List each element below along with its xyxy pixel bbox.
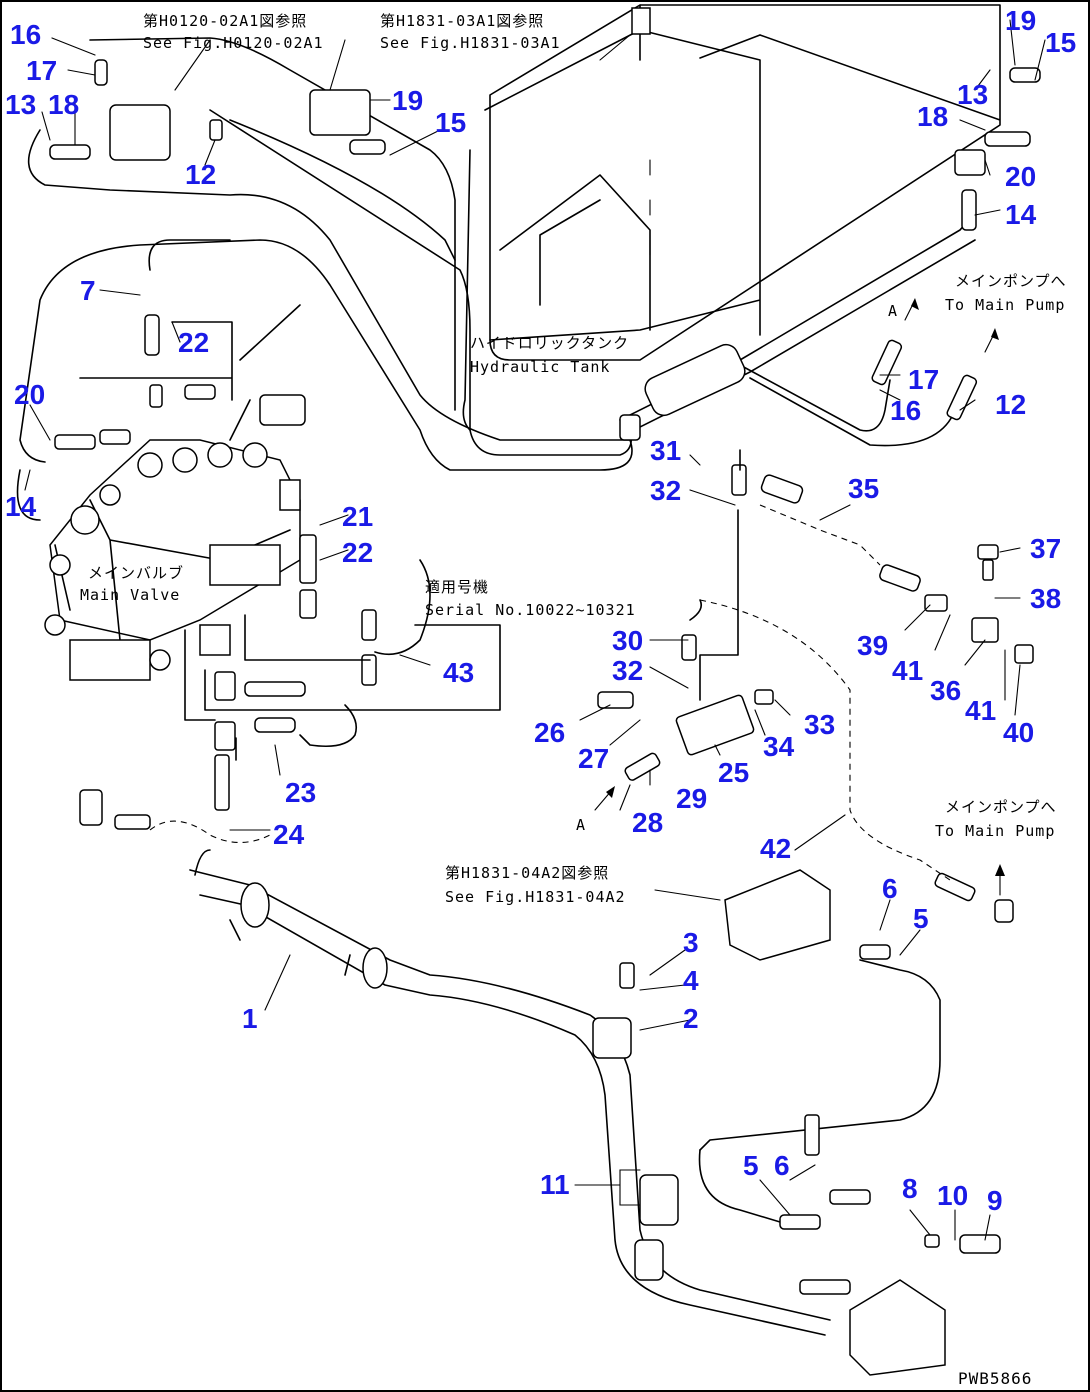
callout-4: 4 [683, 965, 699, 996]
callout-37: 37 [1030, 533, 1061, 564]
hydraulic-tank [462, 4, 1001, 431]
note-serial-jp: 適用号機 [425, 578, 489, 596]
callout-18: 18 [48, 89, 79, 120]
callout-17: 17 [908, 364, 939, 395]
callout-30: 30 [612, 625, 643, 656]
callout-16: 16 [890, 395, 921, 426]
callout-24: 24 [273, 819, 305, 850]
note-tank-jp: ハイドロリックタンク [470, 334, 629, 352]
hose-routes [16, 37, 976, 656]
callout-10: 10 [937, 1180, 968, 1211]
callout-41: 41 [965, 695, 996, 726]
callout-2: 2 [683, 1003, 699, 1034]
fittings [49, 59, 1041, 1376]
callout-32: 32 [612, 655, 643, 686]
note-main-pump-en-2: To Main Pump [935, 822, 1055, 840]
callout-21: 21 [342, 501, 373, 532]
callout-18: 18 [917, 101, 948, 132]
note-ref-h1831-04-jp: 第H1831-04A2図参照 [445, 864, 609, 882]
callout-41: 41 [892, 655, 923, 686]
callout-1: 1 [242, 1003, 258, 1034]
callout-22: 22 [342, 537, 373, 568]
callout-39: 39 [857, 630, 888, 661]
callout-25: 25 [718, 757, 749, 788]
callout-9: 9 [987, 1185, 1003, 1216]
callout-40: 40 [1003, 717, 1034, 748]
callout-12: 12 [185, 159, 216, 190]
callout-12: 12 [995, 389, 1026, 420]
callout-15: 15 [1045, 27, 1076, 58]
callout-5: 5 [743, 1150, 759, 1181]
note-tank-en: Hydraulic Tank [470, 358, 610, 376]
callout-3: 3 [683, 927, 699, 958]
leader-lines [24, 19, 1046, 1241]
note-ref-h1831-04-en: See Fig.H1831-04A2 [445, 888, 626, 906]
callout-36: 36 [930, 675, 961, 706]
callout-15: 15 [435, 107, 466, 138]
callout-14: 14 [5, 491, 37, 522]
callout-11: 11 [540, 1169, 570, 1200]
callout-14: 14 [1005, 199, 1037, 230]
callout-34: 34 [763, 731, 795, 762]
callout-26: 26 [534, 717, 565, 748]
callout-19: 19 [1005, 5, 1036, 36]
note-main-pump-jp-2: メインポンプへ [945, 798, 1057, 816]
callout-28: 28 [632, 807, 663, 838]
note-serial-en: Serial No.10022~10321 [425, 601, 636, 619]
notes: 第H0120-02A1図参照 See Fig.H0120-02A1 第H1831… [80, 12, 1067, 1388]
callouts: 16 17 13 18 12 19 15 19 15 13 18 20 14 7… [5, 5, 1076, 1216]
callout-5: 5 [913, 903, 929, 934]
callout-32: 32 [650, 475, 681, 506]
callout-20: 20 [14, 379, 45, 410]
note-ref-h0120-en: See Fig.H0120-02A1 [143, 34, 324, 52]
note-main-pump-en-1: To Main Pump [945, 296, 1065, 314]
callout-31: 31 [650, 435, 681, 466]
drawing-code: PWB5866 [958, 1369, 1032, 1388]
callout-29: 29 [676, 783, 707, 814]
main-valve [44, 439, 301, 681]
callout-16: 16 [10, 19, 41, 50]
note-main-valve-jp: メインバルブ [88, 564, 184, 582]
arrows [594, 298, 1005, 896]
callout-43: 43 [443, 657, 474, 688]
callout-38: 38 [1030, 583, 1061, 614]
callout-42: 42 [760, 833, 791, 864]
callout-22: 22 [178, 327, 209, 358]
callout-13: 13 [5, 89, 36, 120]
callout-33: 33 [804, 709, 835, 740]
note-main-pump-jp-1: メインポンプへ [955, 272, 1067, 290]
connection-blocks [79, 304, 951, 881]
callout-7: 7 [80, 275, 96, 306]
callout-17: 17 [26, 55, 57, 86]
callout-13: 13 [957, 79, 988, 110]
callout-6: 6 [882, 873, 898, 904]
note-main-valve-en: Main Valve [80, 586, 180, 604]
note-ref-h1831-03-en: See Fig.H1831-03A1 [380, 34, 561, 52]
arrow-label-a-1: A [888, 302, 898, 320]
callout-27: 27 [578, 743, 609, 774]
callout-8: 8 [902, 1173, 918, 1204]
callout-6: 6 [774, 1150, 790, 1181]
callout-20: 20 [1005, 161, 1036, 192]
note-ref-h1831-03-jp: 第H1831-03A1図参照 [380, 12, 544, 30]
callout-35: 35 [848, 473, 879, 504]
callout-23: 23 [285, 777, 316, 808]
lower-pipes [189, 849, 941, 1336]
note-ref-h0120-jp: 第H0120-02A1図参照 [143, 12, 307, 30]
arrow-label-a-2: A [576, 816, 586, 834]
callout-19: 19 [392, 85, 423, 116]
